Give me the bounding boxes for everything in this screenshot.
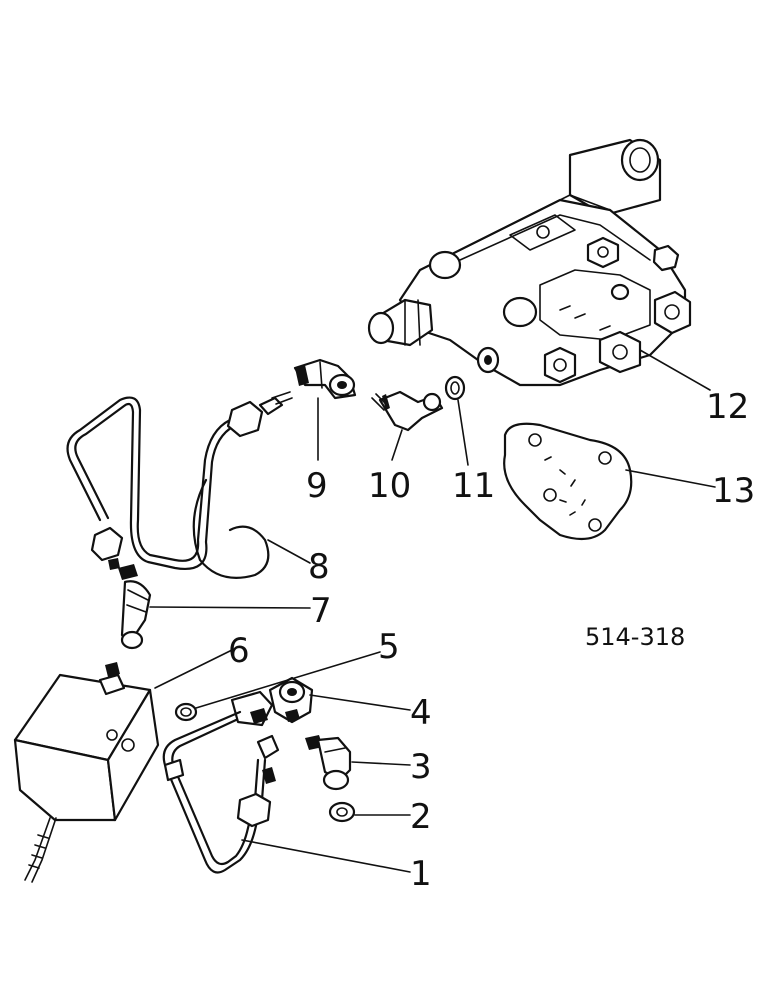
gasket-part-13	[503, 422, 633, 541]
tee-fitting-part-7	[118, 564, 152, 650]
callout-3: 3	[410, 747, 432, 787]
leader-7	[149, 606, 311, 609]
callout-5: 5	[378, 627, 400, 667]
leader-5	[195, 651, 381, 709]
elbow-fitting-part-4	[230, 676, 314, 727]
washer-part-2	[328, 801, 356, 823]
leader-4	[309, 694, 411, 711]
switch-block-part-6	[13, 662, 160, 883]
callout-9: 9	[306, 466, 328, 506]
callout-labels: 9 10 11 12 13 8 7 6 5 4 3 2 1	[228, 387, 755, 894]
callout-2: 2	[410, 797, 432, 837]
leader-1	[241, 839, 411, 873]
elbow-fitting-part-9	[293, 358, 357, 400]
o-ring-part-11	[444, 375, 466, 401]
leader-11	[457, 399, 469, 466]
leader-10	[391, 429, 403, 461]
tube-part-8	[66, 391, 293, 579]
elbow-fitting-part-3	[305, 735, 352, 791]
leader-lines	[149, 349, 716, 873]
callout-8: 8	[308, 547, 330, 587]
tube-part-1	[162, 710, 280, 874]
valve-body-part-12	[367, 138, 692, 387]
callout-13: 13	[712, 471, 755, 511]
o-ring-part-5	[174, 702, 198, 722]
callout-4: 4	[410, 693, 432, 733]
callout-7: 7	[310, 591, 332, 631]
leader-3	[351, 761, 411, 766]
leader-12	[639, 349, 711, 391]
callout-12: 12	[706, 387, 749, 427]
callout-1: 1	[410, 854, 432, 894]
leader-13	[625, 469, 716, 488]
callout-10: 10	[368, 466, 411, 506]
leader-6	[154, 649, 233, 689]
elbow-fitting-part-10	[371, 390, 444, 432]
callout-11: 11	[452, 466, 495, 506]
leader-8	[267, 539, 311, 564]
callout-6: 6	[228, 631, 250, 671]
figure-reference-number: 514-318	[585, 623, 685, 651]
